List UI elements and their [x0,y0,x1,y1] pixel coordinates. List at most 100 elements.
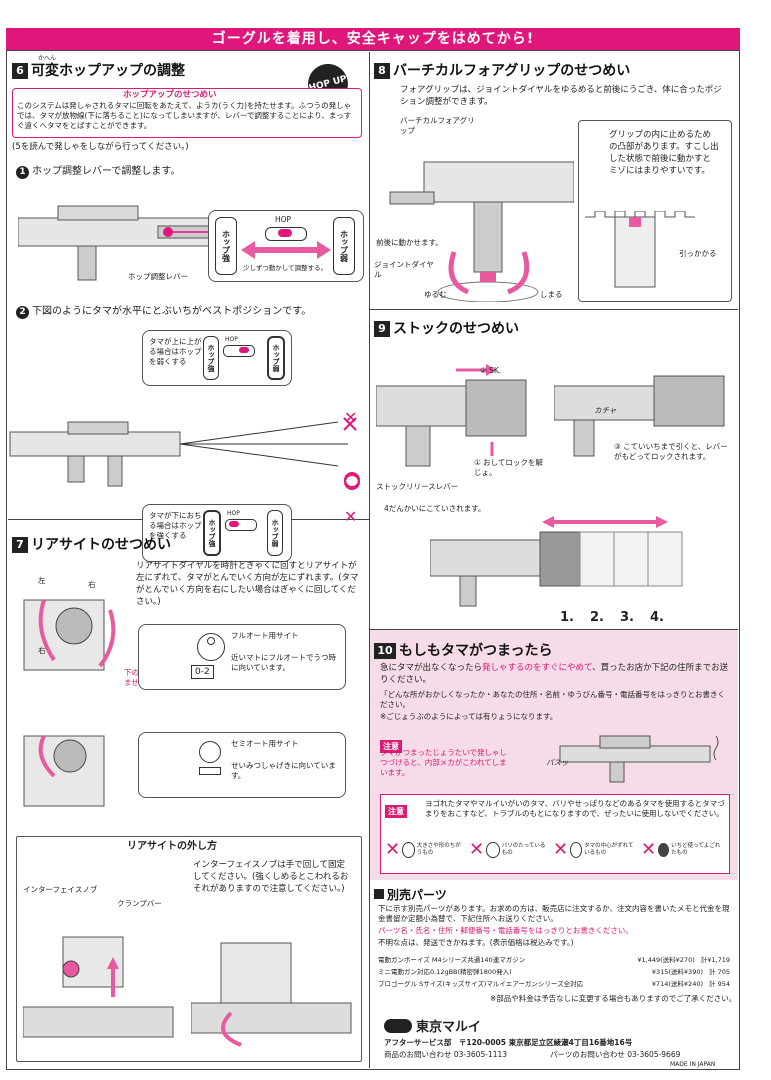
intro-text: このシステムは発しゃされるタマに回転をあたえて、ようカ(うく力)を持たせます。ふ… [17,101,352,130]
x-mark-icon-top: ✕ [344,408,358,427]
intro-box: ホップアップのせつめい このシステムは発しゃされるタマに回転をあたえて、ようカ(… [12,88,362,138]
hop-weak-label: ホップ弱 [333,217,355,275]
hop-slider-small [223,345,255,357]
stock-release-illustration [376,364,527,467]
bb-bad-4: ✕いちど使ってよごれたもの [641,839,721,860]
grip-detail-box: グリップの内に止めるための凸部があります。すこし出した状態で前後に動かすとミゾに… [578,120,732,302]
parts-title: 別売パーツ [374,886,447,903]
remove-sight-box: リアサイトの外し方 インターフェイスノブは手で回して固定してください。(強くしめ… [16,836,362,1062]
stock-positions-illustration [430,516,683,607]
parts-line3: 不明な点は、発送できかねます。(表示価格は税込みです。) [378,938,574,947]
loosen-label: ゆるむ [424,290,447,299]
safety-banner: ゴーグルを着用し、安全キャップをはめてから! [6,28,740,50]
jam-sound: パスッ [546,758,569,767]
semi-auto-sight-icon [199,741,221,763]
intro-heading: ホップアップのせつめい [123,90,217,100]
slide-hint: 少しずつ動かして調整する。 [243,264,328,272]
semi-auto-mark [199,767,221,775]
remove-title: リアサイトの外し方 [127,841,217,852]
left-label: 左 [38,576,46,585]
parts-row: ミニ電動ガン対応0.12gBB(精密弾1800発入)¥315(送料¥390)計 … [378,968,730,976]
semi-auto-callout: セミオート用サイト せいみつしゃげきに向いています。 [138,732,346,798]
interface-knob-label: インターフェイスノブ [23,885,98,894]
move-label: 前後に動かせます。 [376,238,443,247]
warning-label-2: 注意 [385,799,407,818]
semi-auto-desc: せいみつしゃげきに向いています。 [231,761,336,780]
rear-sight-text: リアサイトダイヤルを時計とぎゃくに回すとリアサイトが左にずれて、タマがとんでいく… [136,561,359,607]
company-address: アフターサービス部 〒120-0005 東京都足立区綾瀬4丁目16番地16号 [384,1038,633,1047]
stock-step3: ③ こていいちまで引くと、レバーがもどってロックされます。 [614,442,728,461]
double-arrow-icon [241,241,331,259]
bb-bad-3: ✕タマの中心がずれているもの [553,839,634,860]
hop-marker-small-2: HOP [227,510,240,517]
full-auto-desc: 近いマトにフルオートでうつ時に向いています。 [231,653,336,672]
remove-knob-illustration [191,942,352,1047]
stock-step2: ② SK. [480,366,502,375]
section-number: 6 [12,63,28,79]
clamp-bar-label: クランプバー [117,899,162,908]
ruby-text: かへん [38,55,57,62]
marui-logo-icon [384,1018,412,1033]
page-frame [6,50,740,1070]
section-number: 9 [374,321,390,337]
bb-bad-1: ✕大きさや形のちがうもの [385,839,461,860]
hop-marker-small: HOP [225,336,238,343]
hop-strong-small: ホップ強 [203,336,219,380]
grip-label: バーチカルフォアグリップ [400,116,475,135]
made-in-japan: MADE IN JAPAN [670,1061,716,1068]
warning-box-2: 注意 ヨゴれたタマやマルイいがいのタマ、バリやせっぱりなどのあるタマを使用すると… [380,794,730,874]
foregrip-text: フォアグリップは、ジョイントダイヤルをゆるめると前後にうごき、体に合ったポジショ… [400,85,722,107]
positions-labels: 1.2.3.4. [560,610,664,625]
foregrip-illustration [389,161,574,302]
release-lever-label: ストックリリースレバー [376,482,459,491]
phone-parts: パーツのお問い合わせ 03-3605-9669 [550,1050,681,1059]
jam-text: 急にタマが出なくなったら発しゃするのをすぐにやめて、買ったお店か下記の住所までお… [380,663,729,685]
hop-slider-small-2 [225,519,257,531]
hop-weak-small: ホップ弱 [267,336,285,380]
hop-strong-small-2: ホップ強 [203,510,221,556]
section-number: 10 [374,643,396,659]
right-label-2: 右 [38,646,46,655]
jam-sub2: ※ごじょうぶのようによっては有りょうになります。 [380,712,558,721]
jammed-gun-illustration [559,735,719,783]
x-mark-icon-bottom: ✕ [344,507,358,526]
section-number: 7 [12,537,28,553]
warning-label-1: 注意 [380,734,402,753]
hop-slider[interactable] [265,227,307,241]
up-case-text: タマが上に上がる場合はホップを弱くする [149,337,202,366]
down-case-text: タマが下におちる場合はホップを強くする [149,511,202,540]
phone-products: 商品のお問い合わせ 03-3605-1113 [384,1050,508,1059]
lever-label: ホップ調整レバー [128,272,188,281]
hop-weak-small-2: ホップ弱 [267,510,283,556]
semi-auto-title: セミオート用サイト [231,739,299,748]
note-text: (5を読んで発しゃをしながら行ってください。) [12,142,189,152]
stock-step1: ① おしてロックを解じょ。 [474,458,543,477]
down-case-callout: タマが下におちる場合はホップを強くする ホップ強 HOP ホップ弱 [142,504,292,562]
hop-strong-label: ホップ強 [215,217,237,275]
warning-text-1: タマがつまったじょうたいで発しゃしつづけると、内部メカがこわれてしまいます。 [380,748,507,777]
rear-sight-flip-illustration [23,735,105,807]
parts-footnote: ※部品や料金は予告なしに変更する場合もありますのでご了承ください。 [490,994,737,1003]
full-auto-mark: 0-2 [191,665,214,679]
rear-sight-dial-illustration [23,599,116,671]
grip-detail-text: グリップの内に止めるための凸部があります。すこし出した状態で前後に動かすとミゾに… [609,130,719,176]
dial-label: ジョイントダイヤル [374,260,434,279]
full-auto-sight-icon [197,633,225,661]
rail-detail-illustration [585,211,695,288]
remove-sight-illustration [23,936,174,1038]
full-auto-title: フルオート用サイト [231,631,299,640]
section-number: 8 [374,63,390,79]
remove-text: インターフェイスノブは手で回して固定してください。(強くしめるとこわれるおそれが… [193,860,349,894]
section-parts: 別売パーツ 下に示す別売パーツがあります。お求めの方は、販売店に注文するか、注文… [370,880,738,1068]
